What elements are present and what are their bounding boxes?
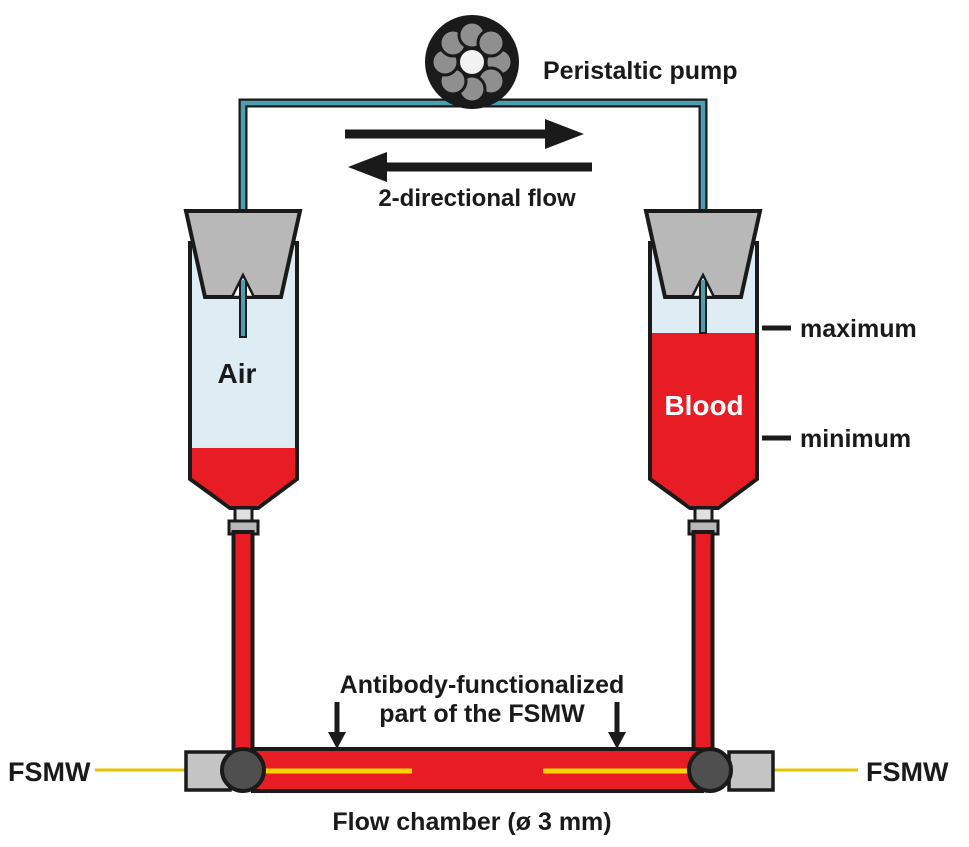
flow-label: 2-directional flow [378,185,576,212]
left-blood-tube [231,530,255,760]
level-markers: maximum minimum [762,315,917,453]
stopcock-valve-left [220,747,266,793]
arrow-right-icon [545,119,584,149]
antibody-annotation: Antibody-functionalized part of the FSMW [328,671,626,749]
flow-chamber: Flow chamber (ø 3 mm) FSMW FSMW [8,747,949,836]
air-reservoir: Air [183,209,303,536]
blood-reservoir-outline [648,241,759,510]
flow-direction-arrows: 2-directional flow [345,119,592,212]
fsmw-label-right: FSMW [866,757,949,787]
pump-label: Peristaltic pump [543,57,738,85]
pointer-down-right-icon [608,732,626,749]
stopcock-valve-right [687,747,733,793]
blood-fill [652,333,755,506]
annotation-line1: Antibody-functionalized [340,671,625,699]
pointer-down-left-icon [328,732,346,749]
annotation-line2: part of the FSMW [379,700,585,728]
air-label: Air [218,358,257,389]
pump-roller-icon [476,28,506,58]
chamber-end-connector-right [727,750,775,792]
maximum-label: maximum [800,315,917,343]
air-reservoir-outline [188,241,299,510]
arrow-left-icon [348,152,387,182]
blood-reservoir: Blood [643,209,763,536]
blood-reservoir-stopper [643,209,763,299]
minimum-label: minimum [800,425,911,453]
air-reservoir-stopper [183,209,303,299]
peristaltic-pump: Peristaltic pump [425,15,738,109]
blood-label: Blood [664,390,743,421]
pump-center [460,50,484,74]
air-reservoir-liquid [192,448,295,506]
chamber-label: Flow chamber (ø 3 mm) [332,808,611,836]
right-blood-tube [691,530,715,760]
fsmw-label-left: FSMW [8,757,91,787]
